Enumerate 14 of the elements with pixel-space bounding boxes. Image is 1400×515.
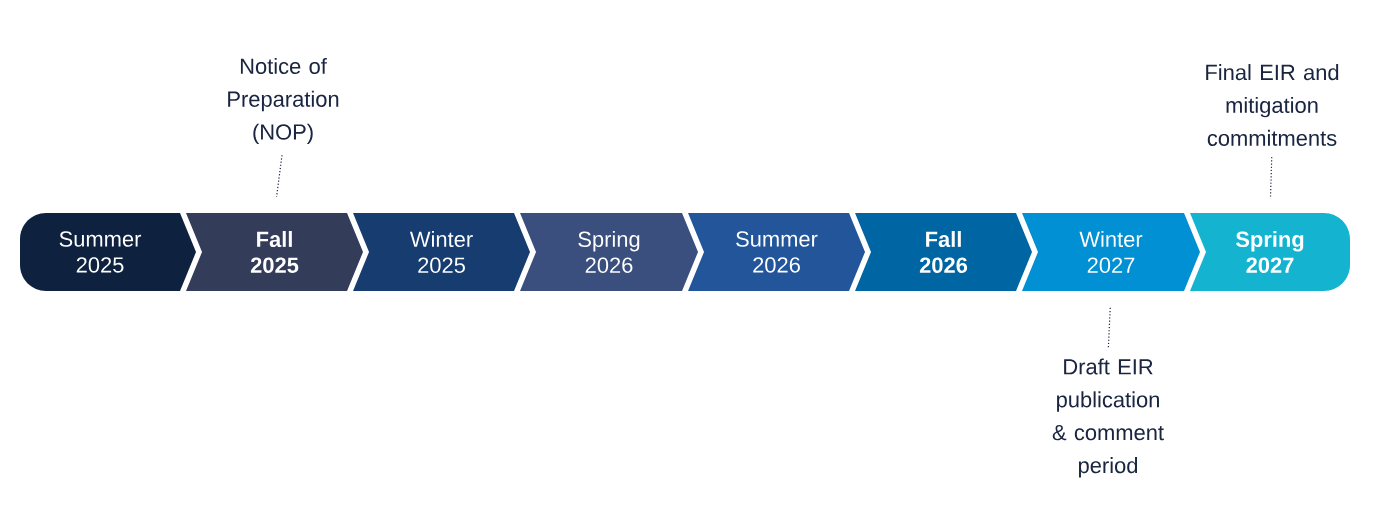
timeline-segment: Winter 2025 (353, 213, 530, 291)
timeline-segment: Winter 2027 (1022, 213, 1200, 291)
timeline-segment: Spring 2026 (520, 213, 698, 291)
timeline-segment: Fall 2025 (186, 213, 363, 291)
annotation-text: Final EIR and mitigation commitments (1206, 64, 1339, 146)
timeline-segment: Summer 2025 (20, 213, 196, 291)
timeline-segment: Fall 2026 (855, 213, 1032, 291)
annotation-text: Draft EIR publication & comment period (1052, 358, 1164, 478)
leader-line (275, 154, 283, 198)
timeline-segment: Spring 2027 (1190, 213, 1350, 291)
leader-line (1269, 156, 1273, 198)
leader-line (1107, 306, 1111, 348)
annotation-text: Notice of Preparation (NOP) (228, 57, 339, 145)
timeline-segment: Summer 2026 (688, 213, 865, 291)
